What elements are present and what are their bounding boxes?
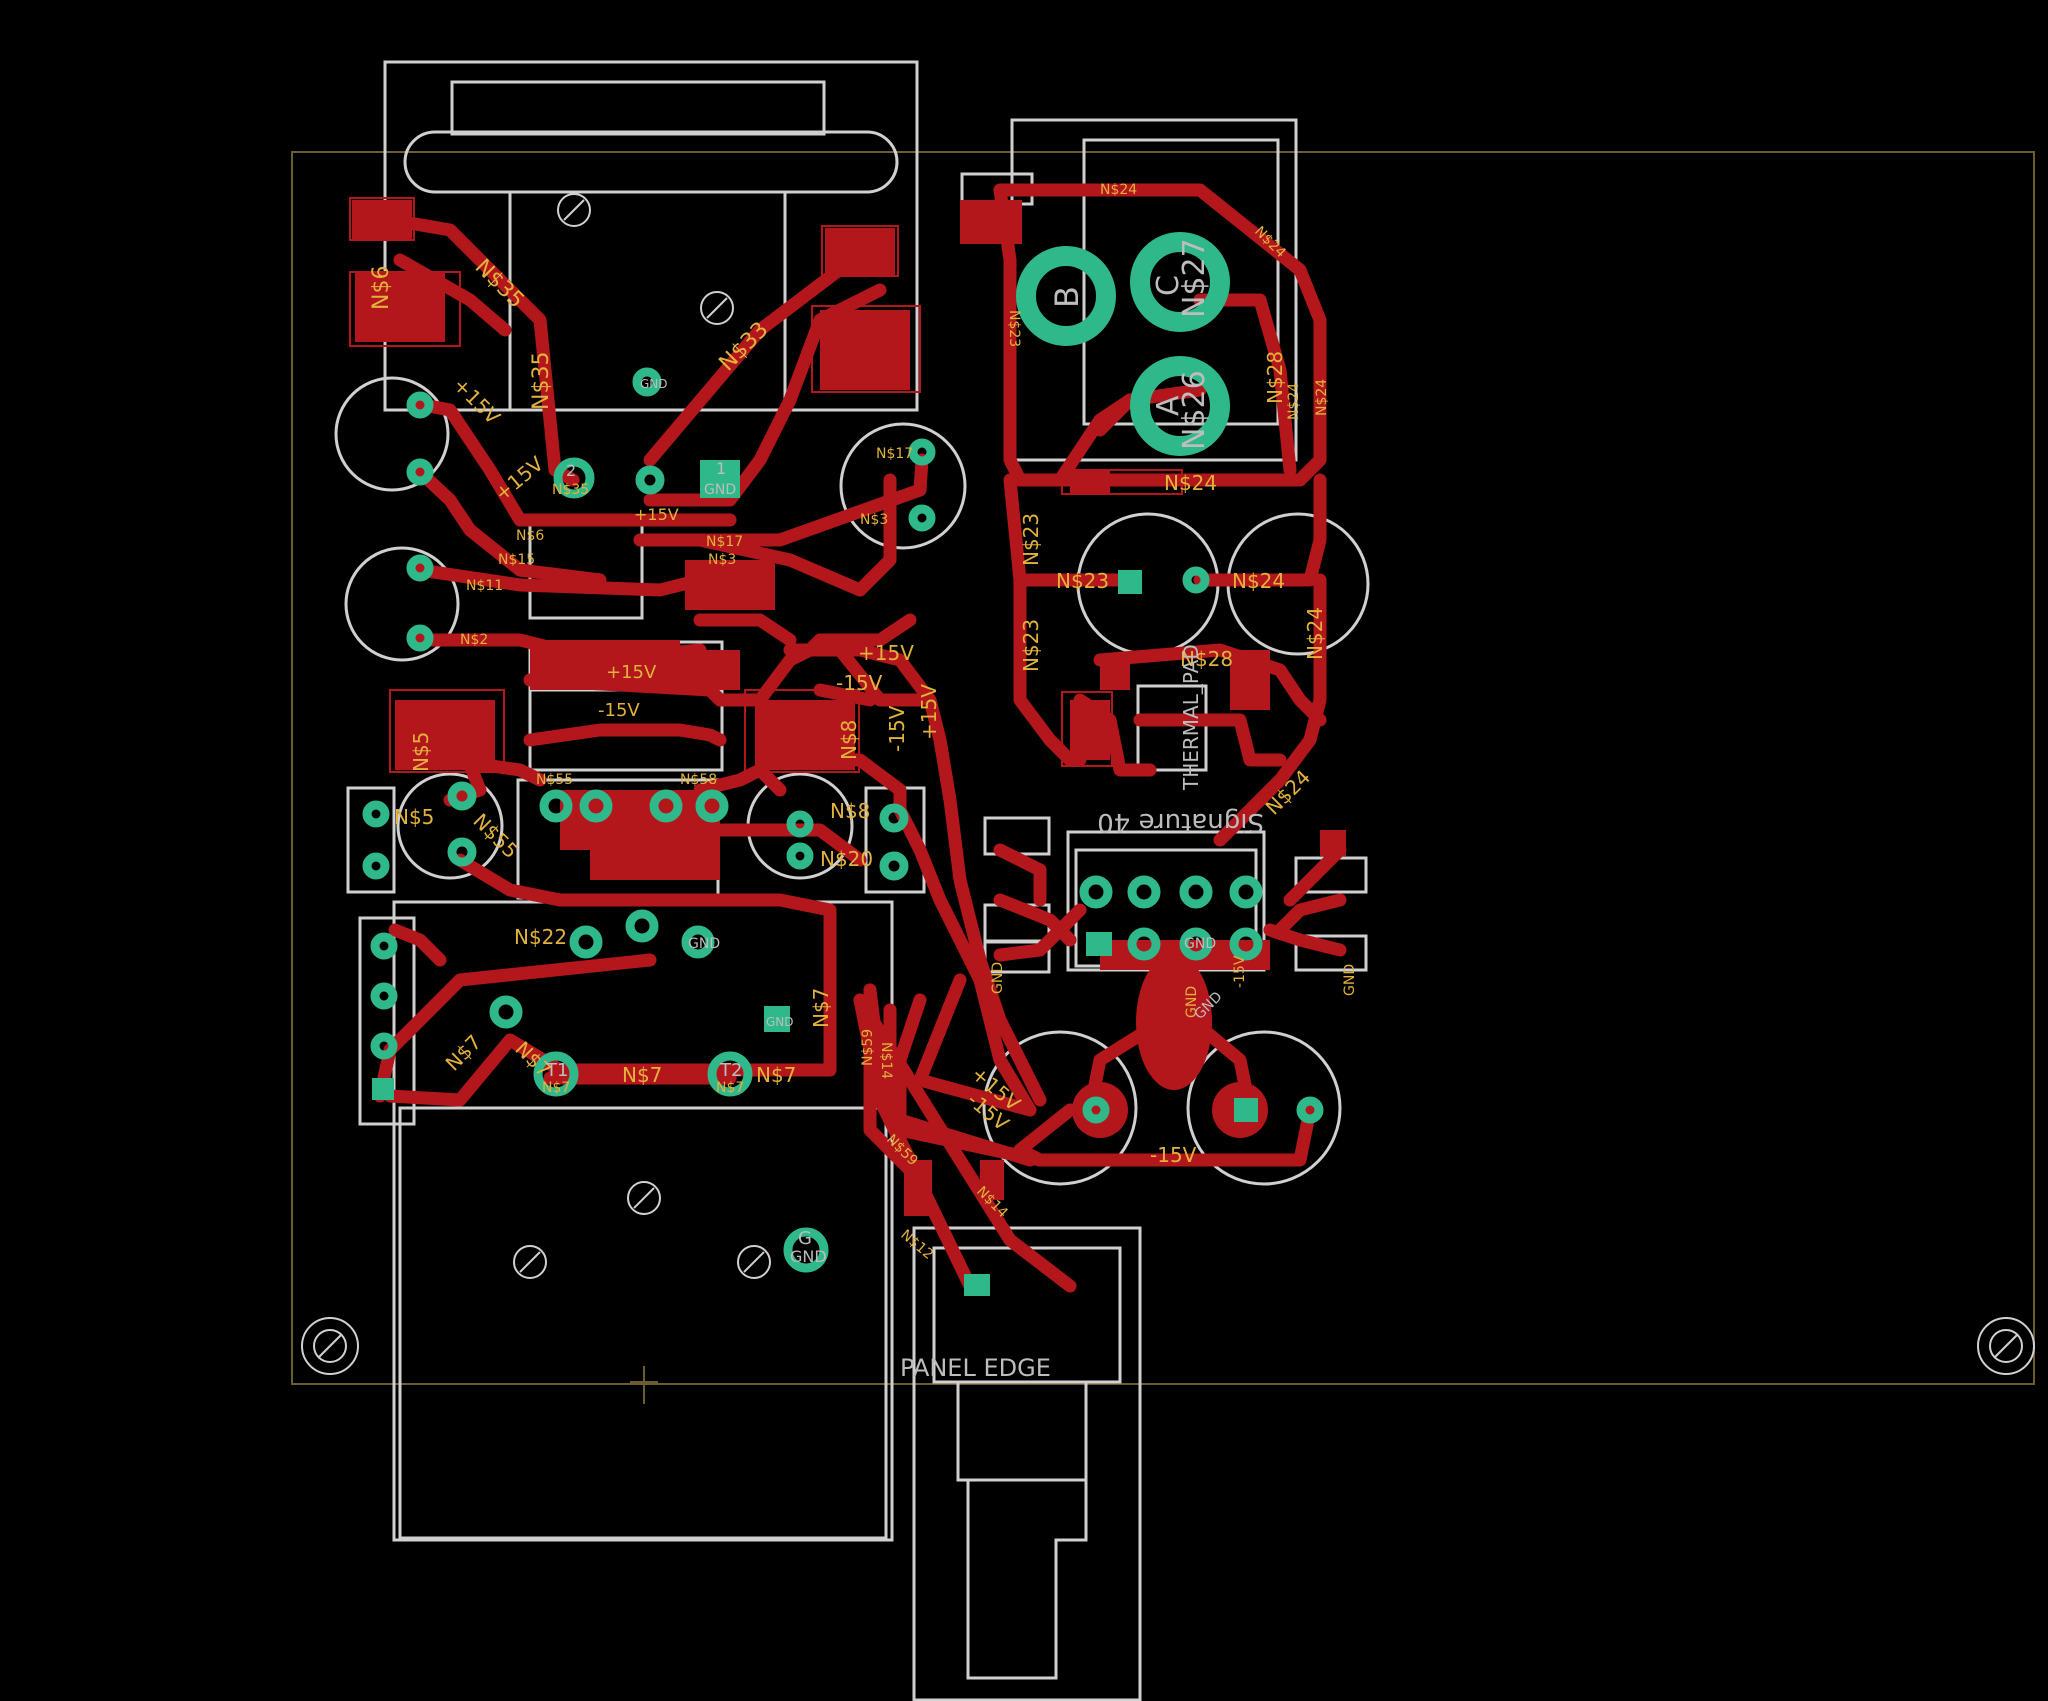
pad-number-label: T1 xyxy=(545,1060,568,1081)
net-label: -15V xyxy=(836,671,883,695)
net-label: N$7 xyxy=(622,1063,662,1087)
pad-number-label: 2 xyxy=(566,461,576,480)
net-label: +15V xyxy=(634,505,679,524)
net-label: N$35 xyxy=(529,352,554,410)
smd-footprints xyxy=(349,197,1183,773)
net-label: N$8 xyxy=(837,720,861,760)
pad-net-label: N$7 xyxy=(542,1080,570,1096)
square-pads xyxy=(372,460,1258,1296)
terminal-b-label: B xyxy=(1048,286,1086,308)
net-label: N$20 xyxy=(820,847,873,871)
net-label: N$59 xyxy=(860,1029,876,1066)
thermal-pad-label: THERMAL_PAD xyxy=(1179,644,1203,791)
signature-label: Signature 40 xyxy=(1097,807,1264,837)
net-label: N$23 xyxy=(1006,310,1022,347)
net-label: N$24 xyxy=(1232,569,1285,593)
net-label: N$5 xyxy=(409,732,433,772)
net-label: N$8 xyxy=(830,799,870,823)
net-label: N$24 xyxy=(1314,379,1330,416)
terminal-c-label: C xyxy=(1151,275,1186,296)
net-label: N$3 xyxy=(708,552,736,568)
pad-net-label: N$35 xyxy=(552,482,589,498)
net-label: N$15 xyxy=(498,552,535,568)
net-label: N$58 xyxy=(680,772,717,788)
panel-edge-label: PANEL EDGE xyxy=(900,1354,1051,1382)
net-label: GND xyxy=(1184,986,1200,1018)
net-label: +15V xyxy=(606,662,657,683)
pad-gnd-label: GND xyxy=(766,1015,794,1029)
net-label: N$7 xyxy=(756,1063,796,1087)
net-label: N$24 xyxy=(1100,182,1137,198)
pad-gnd-label: GND xyxy=(790,1247,827,1266)
net-label: +15V xyxy=(917,684,941,740)
pad-number-label: G xyxy=(798,1228,812,1249)
net-label: +15V xyxy=(858,641,914,665)
net-label: GND xyxy=(990,962,1006,994)
net-label: N$28 xyxy=(1263,351,1287,404)
terminal-a-label: A xyxy=(1151,395,1186,416)
net-label: N$17 xyxy=(876,446,913,462)
net-label: N$2 xyxy=(460,632,488,648)
net-label: N$55 xyxy=(468,809,523,864)
net-label: -15V xyxy=(598,700,640,721)
net-label: N$22 xyxy=(514,925,567,949)
pad-number-label: T2 xyxy=(719,1060,742,1081)
net-label: N$33 xyxy=(715,317,774,376)
terminal-c-net-label: N$27 xyxy=(1177,238,1212,318)
net-label: N$17 xyxy=(706,534,743,550)
mounting-holes xyxy=(301,193,2035,1375)
net-label: -15V xyxy=(1232,955,1248,988)
net-label: N$11 xyxy=(466,578,503,594)
terminal-labels: B C N$27 A N$26 xyxy=(1048,238,1212,450)
copper-pours xyxy=(352,200,1346,1216)
net-label: N$6 xyxy=(369,266,394,310)
net-label: N$14 xyxy=(878,1042,894,1079)
net-label: N$5 xyxy=(394,805,434,829)
net-label: N$23 xyxy=(1019,513,1043,566)
board-outline xyxy=(291,151,2035,1385)
pad-gnd-label: GND xyxy=(1184,936,1216,952)
net-label: N$28 xyxy=(1180,647,1233,671)
pad-gnd-label: GND xyxy=(688,936,720,952)
pad-labels: 2 N$35 1 GND GND T1 N$7 T2 N$7 G GND GND… xyxy=(542,377,1226,1266)
net-label: N$24 xyxy=(1164,471,1217,495)
net-label: N$23 xyxy=(1019,619,1043,672)
pad-net-label: N$7 xyxy=(716,1080,744,1096)
net-label: -15V xyxy=(1150,1143,1197,1167)
pad-gnd-label: GND xyxy=(704,482,736,498)
net-label: N$3 xyxy=(860,512,888,528)
net-label: -15V xyxy=(885,705,909,752)
net-label: N$7 xyxy=(809,988,833,1028)
terminal-a-net-label: N$26 xyxy=(1177,370,1212,450)
pad-gnd-label: GND xyxy=(640,377,668,391)
net-label: N$24 xyxy=(1286,383,1302,420)
net-label: N$12 xyxy=(897,1227,936,1263)
origin-crosshair xyxy=(630,1366,658,1404)
net-label: GND xyxy=(1342,964,1358,996)
net-label: N$23 xyxy=(1056,569,1109,593)
net-label: N$55 xyxy=(536,772,573,788)
net-label: N$6 xyxy=(516,528,544,544)
pad-number-label: 1 xyxy=(716,459,726,478)
net-label: N$24 xyxy=(1303,607,1327,660)
through-hole-pads xyxy=(362,232,1324,1273)
